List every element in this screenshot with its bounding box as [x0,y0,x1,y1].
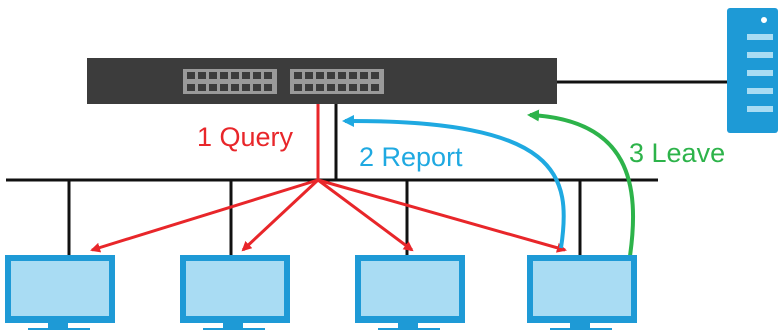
computer-monitor-icon [355,255,465,330]
host-monitor-1 [5,255,115,330]
network-switch-icon [87,58,557,104]
query-arrow-2 [241,178,320,252]
query-arrow-1 [90,178,319,253]
computer-monitor-icon [180,255,290,330]
computer-monitor-icon [5,255,115,330]
report-arrow [342,114,566,249]
host-monitor-2 [180,255,290,330]
query-arrows [90,104,567,253]
query-label: 1 Query [197,122,294,152]
report-label: 2 Report [359,142,463,172]
leave-label: 3 Leave [629,138,725,168]
host-monitor-4 [527,255,637,330]
computer-monitor-icon [527,255,637,330]
query-arrow-4 [317,178,567,253]
port-block-left [183,69,277,94]
leave-arrow [527,109,636,257]
port-block-right [290,69,384,94]
server-icon [727,8,778,133]
host-monitor-3 [355,255,465,330]
query-arrow-3 [317,178,414,252]
